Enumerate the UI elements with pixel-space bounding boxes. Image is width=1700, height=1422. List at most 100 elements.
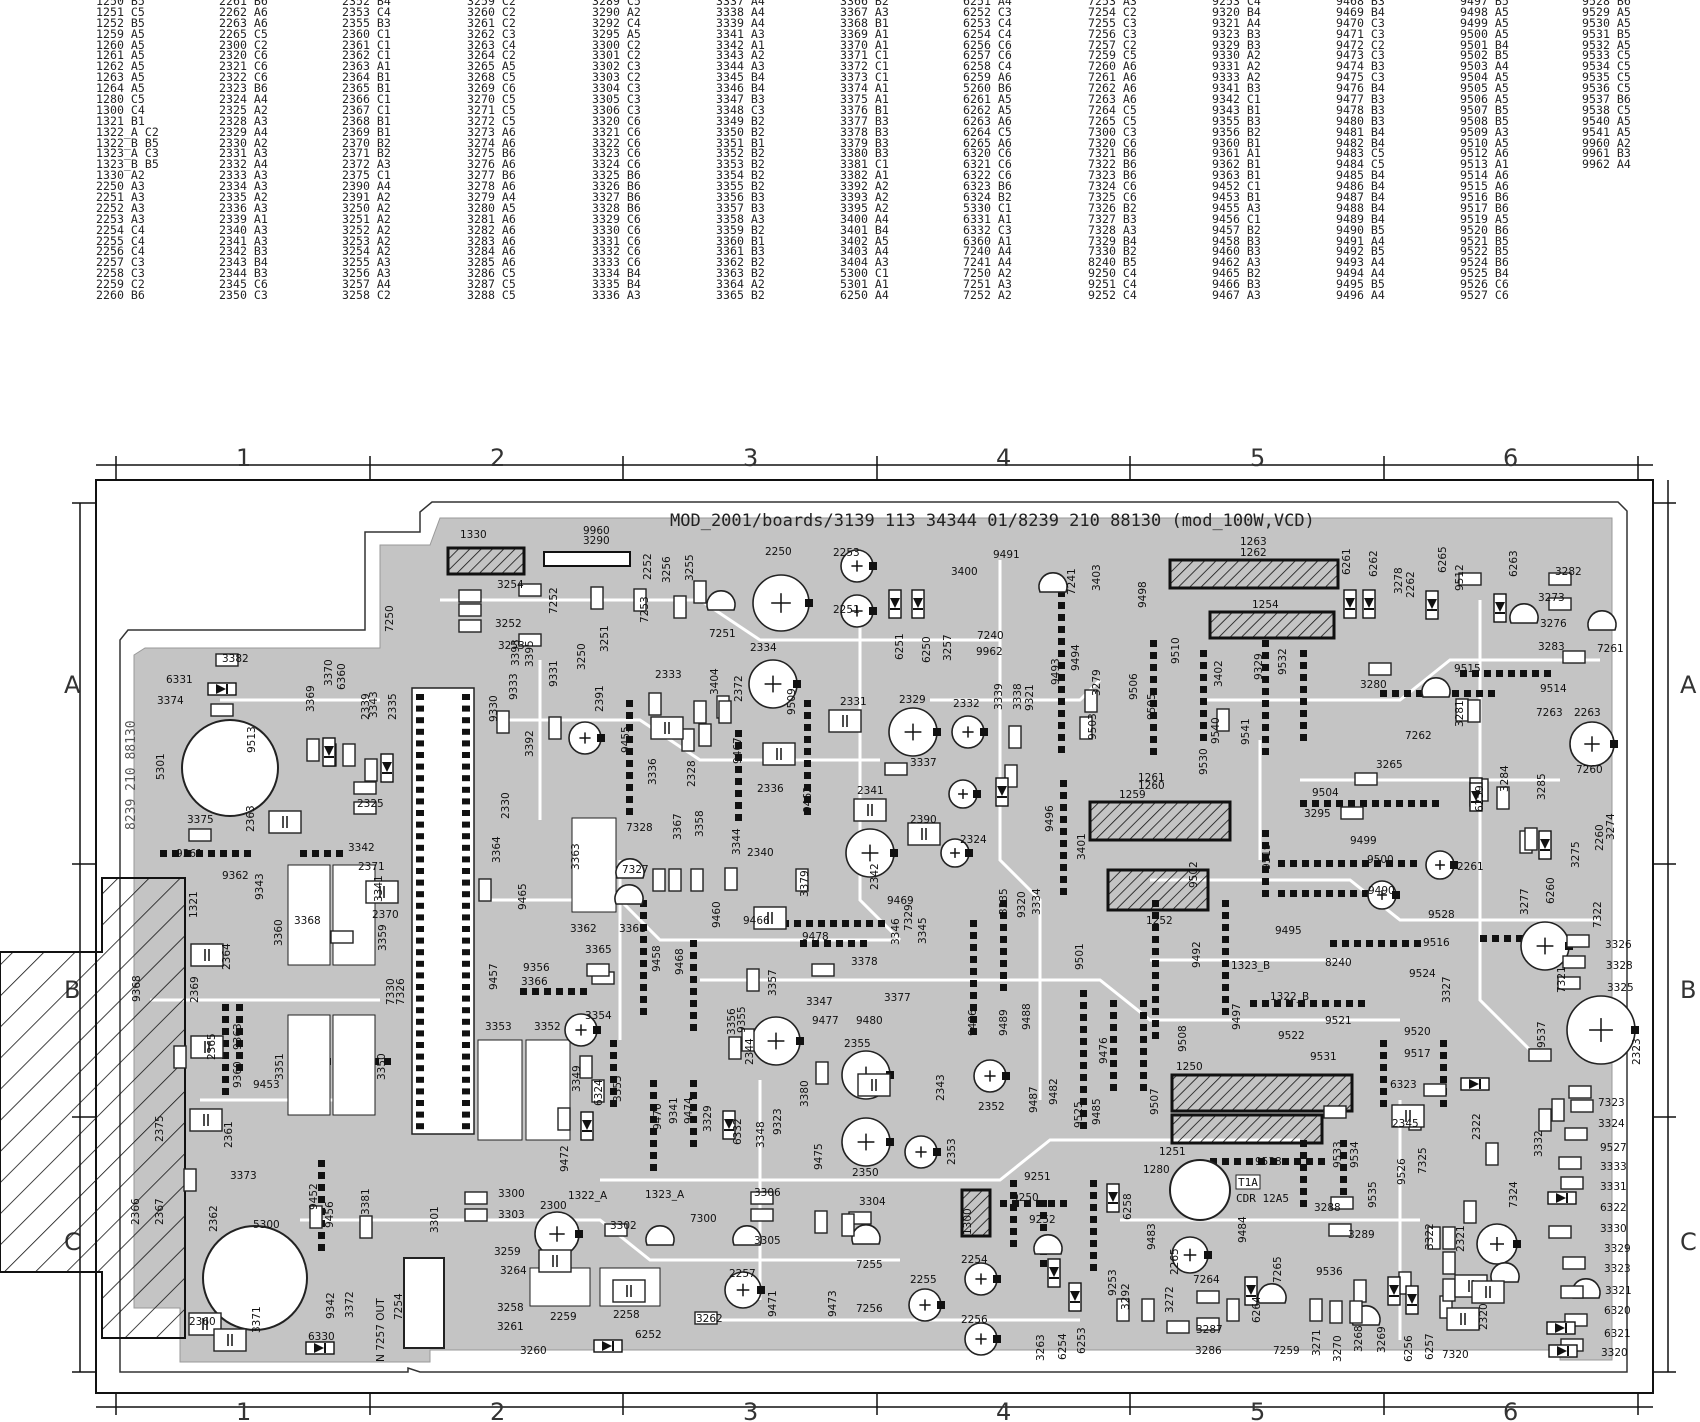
- pcb-pad: [1262, 700, 1269, 707]
- ic-pin: [416, 984, 424, 990]
- resistor: [173, 1045, 187, 1069]
- pcb-pad: [1010, 1192, 1017, 1199]
- component-label: 9252: [1029, 1214, 1056, 1226]
- pcb-trace: [440, 598, 1000, 642]
- pcb-pad: [1300, 1164, 1307, 1171]
- reference-entry: 1322_B B5: [96, 135, 159, 150]
- component-label: 3395: [524, 640, 536, 667]
- component-label: 2372: [733, 675, 745, 702]
- reference-entry: 7329 B4: [1088, 233, 1137, 248]
- pcb-pad: [1300, 650, 1307, 657]
- component-label: 9470: [652, 1103, 664, 1130]
- component-label: 9253: [1107, 1269, 1119, 1296]
- component-label: 1260: [1138, 780, 1165, 792]
- pcb-pad: [878, 920, 885, 927]
- reference-entry: 3374 A1: [840, 81, 889, 96]
- film-capacitor: [268, 810, 302, 834]
- pcb-pad: [1294, 1158, 1301, 1165]
- pcb-pad: [804, 784, 811, 791]
- component-label: 7261: [1597, 643, 1624, 655]
- pcb-pad: [1000, 984, 1007, 991]
- component-label: 9505: [1146, 693, 1158, 720]
- reference-entry: 6264 C5: [963, 124, 1012, 139]
- component-label: 3327: [1441, 976, 1453, 1003]
- pcb-pad: [1380, 1088, 1387, 1095]
- ic-pin: [462, 926, 470, 932]
- pcb-pad: [1058, 602, 1065, 609]
- resistor: [591, 1079, 605, 1103]
- component-label: 9498: [1137, 581, 1149, 608]
- pcb-pad: [1350, 890, 1357, 897]
- ic-pin: [462, 844, 470, 851]
- component-label: 1259: [1119, 789, 1146, 801]
- capacitor-pad: [1513, 1240, 1521, 1248]
- resistor: [364, 758, 378, 782]
- pcb-pad: [1152, 996, 1159, 1003]
- component-label: 3339: [993, 683, 1005, 710]
- ic-pin: [416, 1088, 424, 1095]
- reference-entry: 3264 C2: [467, 48, 516, 63]
- resistor: [579, 1055, 593, 1079]
- component-label: 3329: [702, 1105, 714, 1132]
- diode-symbol: [324, 746, 334, 756]
- component-label: 3361: [619, 923, 646, 935]
- component-label: 3402: [1213, 660, 1225, 687]
- reference-entry: 9498 A5: [1460, 4, 1509, 19]
- pcb-pad: [1200, 650, 1207, 657]
- ic-pin: [462, 937, 470, 944]
- pcb-pad: [1000, 936, 1007, 943]
- diode-symbol: [1427, 599, 1437, 609]
- reference-entry: 2340 A3: [219, 222, 268, 237]
- reference-entry: 3335 B4: [592, 277, 641, 292]
- component-label: 2252: [642, 553, 654, 580]
- reference-entry: 3251 A2: [342, 211, 391, 226]
- resistor: [1560, 1176, 1584, 1190]
- reference-entry: 9536 C5: [1582, 81, 1631, 96]
- resistor: [604, 1223, 628, 1237]
- film-capacitor: [365, 880, 399, 904]
- pcb-pad: [610, 1100, 617, 1107]
- component-label: 3261: [497, 1321, 524, 1333]
- pcb-pad: [1396, 800, 1403, 807]
- film-capacitor: [612, 1279, 646, 1303]
- pcb-pad: [1060, 852, 1067, 859]
- grid-col-label-top: 1: [236, 444, 251, 472]
- reference-entry: 3334 B4: [592, 266, 641, 281]
- resistor: [1551, 1098, 1565, 1122]
- ic-pin: [462, 891, 470, 898]
- component-label: 9522: [1278, 1030, 1305, 1042]
- reference-entry: 5300 C1: [840, 266, 889, 281]
- reference-entry: 3262 C3: [467, 26, 516, 41]
- pcb-pad: [1080, 990, 1087, 997]
- pcb-pad: [1520, 670, 1527, 677]
- resistor: [353, 801, 377, 815]
- resistor: [811, 963, 835, 977]
- reference-entry: 2256 C4: [96, 244, 145, 259]
- pcb-pad: [650, 1164, 657, 1171]
- reference-entry: 2335 A2: [219, 190, 268, 205]
- reference-entry: 3350 B2: [716, 124, 765, 139]
- reference-entry: 9960 A2: [1582, 135, 1631, 150]
- pcb-pad: [1152, 1008, 1159, 1015]
- ic-pin: [416, 960, 424, 967]
- component-label: 6250: [921, 636, 933, 663]
- reference-entry: 3260 C2: [467, 4, 516, 19]
- pcb-pad: [970, 956, 977, 963]
- reference-entry: 2370 B2: [342, 135, 391, 150]
- resistor: [353, 781, 377, 795]
- reference-entry: 9527 C6: [1460, 288, 1509, 303]
- reference-entry: 2257 C3: [96, 255, 145, 270]
- component-label: 2254: [961, 1254, 988, 1266]
- reference-entry: 3250 A2: [342, 200, 391, 215]
- ic-strip-pins: [416, 694, 470, 1130]
- pcb-pad: [1010, 1180, 1017, 1187]
- reference-entry: 1259 A5: [96, 26, 145, 41]
- pcb-pad: [1222, 984, 1229, 991]
- pcb-pad: [1318, 1158, 1325, 1165]
- grid-row-label-right: B: [1680, 976, 1696, 1004]
- reference-entry: 2343 B4: [219, 255, 268, 270]
- pcb-pad: [1508, 670, 1515, 677]
- reference-entry: 9534 C5: [1582, 59, 1631, 74]
- reference-entry: 9321 A4: [1212, 15, 1261, 30]
- pcb-pad: [1340, 1188, 1347, 1195]
